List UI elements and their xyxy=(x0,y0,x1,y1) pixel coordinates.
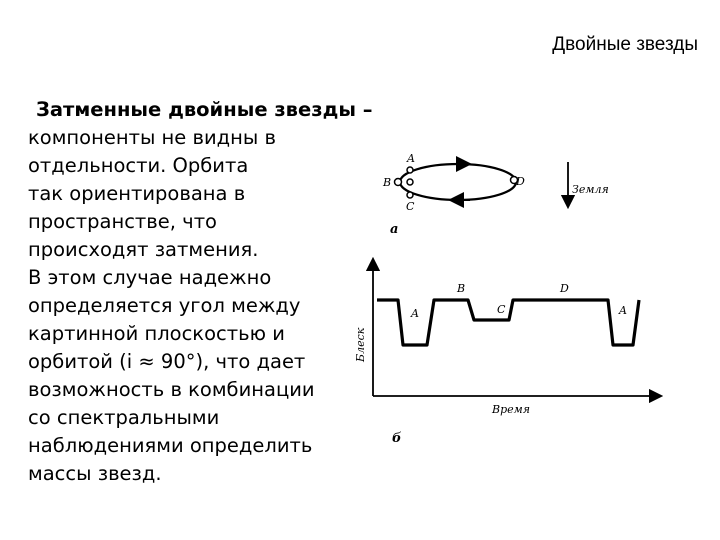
light-curve-panel: Блеск Время A B C D A б xyxy=(354,256,664,446)
orbit-label-a: A xyxy=(406,152,415,165)
text-line: возможность в комбинации xyxy=(28,378,315,401)
text-line: отдельности. Орбита xyxy=(28,154,249,177)
text-line: массы звезд. xyxy=(28,462,162,485)
figure-svg: A B C D Земля a Блеск Время A B C D A б xyxy=(354,152,664,446)
orbit-label-b: B xyxy=(382,176,391,189)
orbit-ellipse xyxy=(398,162,518,202)
text-line: наблюдениями определить xyxy=(28,434,313,457)
text-line: так ориентирована в xyxy=(28,182,246,205)
text-line: В этом случае надежно xyxy=(28,266,272,289)
eclipsing-binary-figure: A B C D Земля a Блеск Время A B C D A б xyxy=(340,140,720,460)
star-position-d xyxy=(509,175,519,185)
slide-title: Двойные звезды xyxy=(552,34,698,55)
y-axis-label: Блеск xyxy=(354,327,367,363)
curve-label-c: C xyxy=(497,303,506,316)
x-axis-label: Время xyxy=(491,403,530,416)
text-line: происходят затмения. xyxy=(28,238,259,261)
text-line: орбитой (i ≈ 90°), что дает xyxy=(28,350,306,373)
text-line: пространстве, что xyxy=(28,210,217,233)
panel-a-label: a xyxy=(390,222,398,237)
curve-label-b: B xyxy=(456,282,465,295)
star-position-b2 xyxy=(406,178,414,186)
star-position-c xyxy=(406,191,414,199)
star-position-b xyxy=(393,177,403,187)
panel-b-label: б xyxy=(392,431,402,446)
text-line: со спектральными xyxy=(28,406,220,429)
orbit-panel: A B C D Земля a xyxy=(382,152,609,237)
lead-text: Затменные двойные звезды – xyxy=(36,98,373,121)
curve-label-a1: A xyxy=(410,307,419,320)
text-line: определяется угол между xyxy=(28,294,301,317)
star-position-a xyxy=(406,166,414,174)
curve-label-d: D xyxy=(559,282,569,295)
orbit-label-c: C xyxy=(406,200,415,213)
earth-label: Земля xyxy=(572,183,609,196)
body-text: Затменные двойные звезды – компоненты не… xyxy=(28,96,373,488)
light-curve xyxy=(377,298,641,347)
orbit-label-d: D xyxy=(515,175,525,188)
text-line: картинной плоскостью и xyxy=(28,322,285,345)
text-line: компоненты не видны в xyxy=(28,126,276,149)
curve-label-a2: A xyxy=(618,304,627,317)
